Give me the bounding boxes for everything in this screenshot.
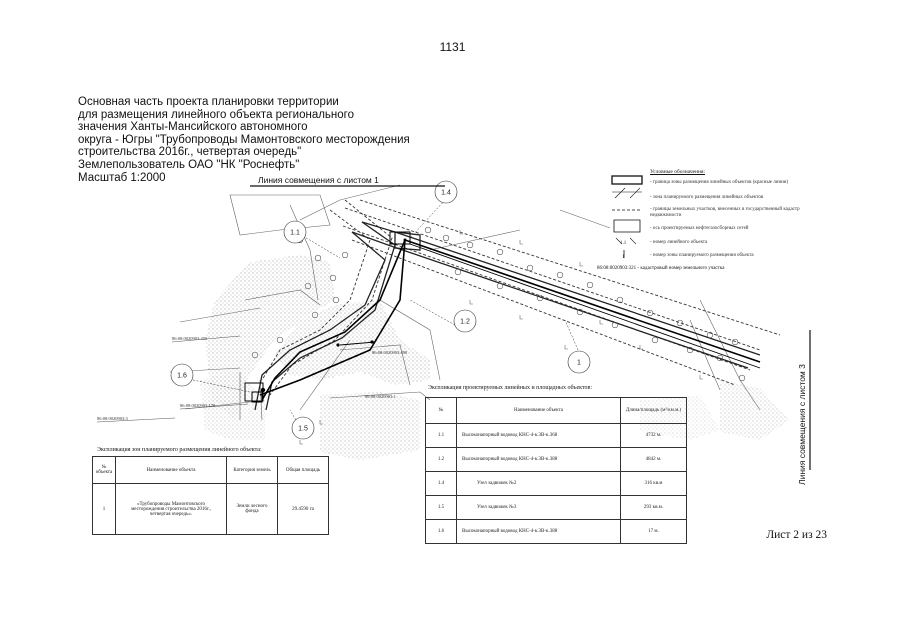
forest-area (200, 372, 265, 440)
object-marker (453, 309, 477, 333)
objects-table: № Наименование объекта Длина/площадь (м²… (425, 397, 687, 544)
title-line: Масштаб 1:2000 (78, 171, 166, 184)
match-line-top: Линия совмещения с листом 1 (258, 175, 379, 185)
title-line: Землепользователь ОАО "НК "Роснефть" (78, 158, 300, 171)
parcel-label: 86:08:0020903:490 (372, 350, 408, 355)
table-row: 1.4 Узел задвижек №2 316 кв.м (425, 471, 687, 496)
svg-text:1.1: 1.1 (620, 241, 627, 246)
object-label: 1.4 (441, 190, 451, 197)
table-cell: 293 кв.м. (620, 495, 687, 520)
table-cell: 1.1 (425, 423, 457, 448)
table-cell: Высоконапорный водовод КНС-4-к.3В-к.388 (456, 447, 621, 472)
forest-area (275, 300, 430, 385)
table-cell: 17 м. (620, 519, 687, 544)
column-header: Длина/площадь (м²/км.м.) (620, 397, 687, 424)
page-number: 1131 (439, 40, 466, 54)
table-cell: 29.4590 га (277, 483, 329, 535)
table-cell: 1.5 (425, 495, 457, 520)
cadastral-note: 86:08:0020903:321 - кадастровый номер зе… (597, 266, 725, 271)
object-label: 1 (577, 360, 581, 367)
object-label: 1.5 (298, 426, 308, 433)
object-marker (170, 363, 194, 387)
zone-symbol (612, 187, 642, 199)
document-title: Основная часть проекта планировки террит… (78, 96, 410, 184)
column-header: Общая площадь (277, 456, 329, 484)
object-label: 1.2 (460, 319, 470, 326)
table-cell: 1.6 (425, 519, 457, 544)
table-cell: 4842 м. (620, 447, 687, 472)
table-row: 1.6 Высоконапорный водовод КНС-4-к.3В-к.… (425, 519, 687, 544)
title-line: округа - Югры "Трубопроводы Мамонтовског… (78, 133, 410, 146)
match-line-right: Линия совмещения с листом 3 (797, 364, 807, 485)
table-row: 1.1 Высоконапорный водовод КНС-4-к.3В-к.… (425, 423, 687, 448)
table-cell: 4732 м. (620, 423, 687, 448)
forest-area (320, 392, 420, 460)
column-header: № (425, 397, 457, 424)
objects-table-title: Экспликация проектируемых линейных и пло… (428, 385, 592, 391)
table-row: 1.5 Узел задвижек №3 293 кв.м. (425, 495, 687, 520)
parcel-label: 86:08:0020903:1 (365, 394, 396, 399)
legend-item: - номер зоны планируемого размещения объ… (650, 253, 754, 258)
legend-item: - границы земельных участков, внесенных … (650, 207, 800, 218)
table-cell: «Трубопроводы Мамонтовского месторождени… (115, 483, 227, 535)
parcel-label: 86:08:0020903:459 (172, 336, 208, 341)
title-line: значения Ханты-Мансийского автономного (78, 121, 308, 134)
column-header: Наименование объекта (456, 397, 621, 424)
table-cell: 1 (92, 483, 116, 535)
column-header: Категория земель (226, 456, 278, 484)
forest-area (720, 380, 790, 440)
table-cell: 316 кв.м (620, 471, 687, 496)
sheet-number: Лист 2 из 23 (766, 529, 827, 541)
column-header: № объекта (92, 456, 116, 484)
column-header: Наименование объекта (115, 456, 227, 484)
legend-item: - граница зоны размещения линейных объек… (650, 180, 789, 185)
parcel-label: 86:08:0020903:3 (97, 416, 129, 421)
table-row: 1 «Трубопроводы Мамонтовского месторожде… (92, 483, 329, 535)
object-label: 1.6 (177, 373, 187, 380)
title-line: для размещения линейного объекта региона… (78, 108, 354, 121)
legend-item: - номер линейного объекта (650, 240, 708, 245)
zone-table: № объекта Наименование объекта Категория… (92, 456, 329, 535)
table-cell: Узел задвижек №3 (456, 495, 621, 520)
legend-item: - ось проектируемых нефтегазосборных сет… (650, 226, 749, 231)
title-line: строительства 2016г., четвертая очередь" (78, 146, 302, 159)
legend-item: - зона планируемого размещения линейных … (650, 195, 764, 200)
table-row: 1.2 Высоконапорный водовод КНС-4-к.3В-к.… (425, 447, 687, 472)
object-marker (291, 416, 315, 440)
table-cell: 1.4 (425, 471, 457, 496)
table-cell: Высоконапорный водовод КНС-4-к.3В-к.388 (456, 519, 621, 544)
object-marker (283, 220, 307, 244)
parcel-label: 86:08:0020903:170 (180, 403, 216, 408)
object-label: 1.1 (290, 230, 300, 237)
legend-title: Условные обозначения: (650, 169, 706, 175)
table-cell: Высоконапорный водовод КНС-4-к.3В-к.368 (456, 423, 621, 448)
axis-symbol (613, 219, 641, 233)
title-line: Основная часть проекта планировки террит… (78, 96, 339, 108)
table-cell: Узел задвижек №2 (456, 471, 621, 496)
red-lines-symbol (611, 175, 643, 185)
zone-table-title: Экспликация зон планируемого размещения … (97, 447, 262, 453)
table-cell: Земли лесного фонда (226, 483, 278, 535)
table-cell: 1.2 (425, 447, 457, 472)
svg-text:1: 1 (622, 255, 625, 260)
object-marker (567, 350, 591, 374)
